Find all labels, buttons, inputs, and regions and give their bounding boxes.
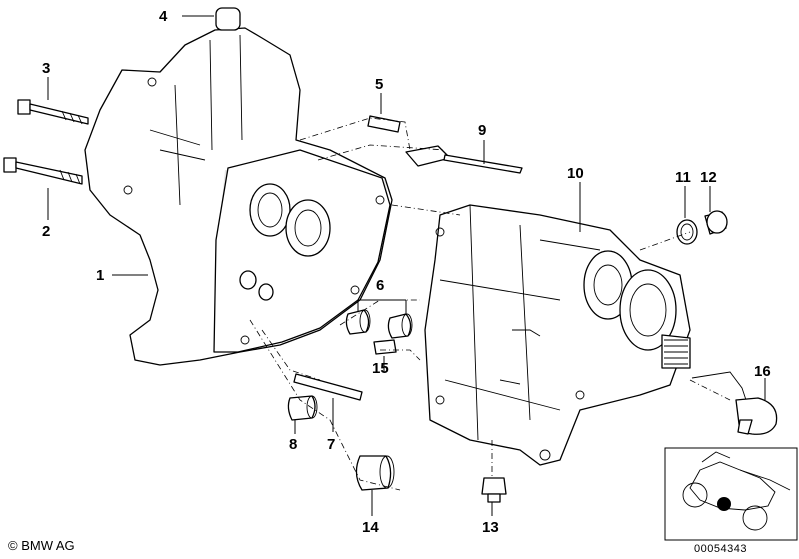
copyright-notice: © BMW AG bbox=[8, 538, 75, 553]
long-shaft-pin bbox=[293, 373, 363, 401]
sealing-ring bbox=[676, 219, 698, 245]
callout-10: 10 bbox=[567, 165, 584, 182]
bush-pair bbox=[345, 309, 413, 339]
callout-8: 8 bbox=[289, 436, 297, 453]
document-number: 00054343 bbox=[694, 543, 747, 555]
oil-guide-plate bbox=[405, 145, 523, 174]
callout-2: 2 bbox=[42, 223, 50, 240]
left-gearbox-housing bbox=[84, 7, 393, 366]
callout-16: 16 bbox=[754, 363, 771, 380]
callout-numbers: 4 3 2 1 5 9 10 11 12 6 15 16 8 7 14 13 bbox=[42, 8, 771, 536]
callout-leaders bbox=[47, 15, 766, 516]
callout-4: 4 bbox=[159, 8, 168, 25]
large-bush bbox=[355, 455, 395, 491]
callout-12: 12 bbox=[700, 169, 717, 186]
drain-plug bbox=[481, 477, 507, 503]
short-pin bbox=[373, 339, 397, 355]
callout-3: 3 bbox=[42, 60, 50, 77]
sensor-with-cable bbox=[691, 371, 778, 435]
callout-15: 15 bbox=[372, 360, 389, 377]
callout-13: 13 bbox=[482, 519, 499, 536]
callout-14: 14 bbox=[362, 519, 379, 536]
screw-plug bbox=[704, 210, 728, 235]
bolt-upper bbox=[17, 99, 89, 125]
bolt-lower bbox=[3, 157, 83, 185]
callout-9: 9 bbox=[478, 122, 486, 139]
callout-11: 11 bbox=[675, 169, 691, 186]
dowel-pin bbox=[367, 115, 401, 133]
callout-7: 7 bbox=[327, 436, 335, 453]
right-gearbox-housing bbox=[424, 204, 691, 466]
small-bush bbox=[287, 395, 318, 421]
motorcycle-location-thumbnail bbox=[664, 447, 798, 541]
callout-5: 5 bbox=[375, 76, 383, 93]
assembly-guide-lines bbox=[249, 117, 731, 491]
location-marker bbox=[717, 497, 731, 511]
callout-6: 6 bbox=[376, 277, 384, 294]
callout-1: 1 bbox=[96, 267, 104, 284]
